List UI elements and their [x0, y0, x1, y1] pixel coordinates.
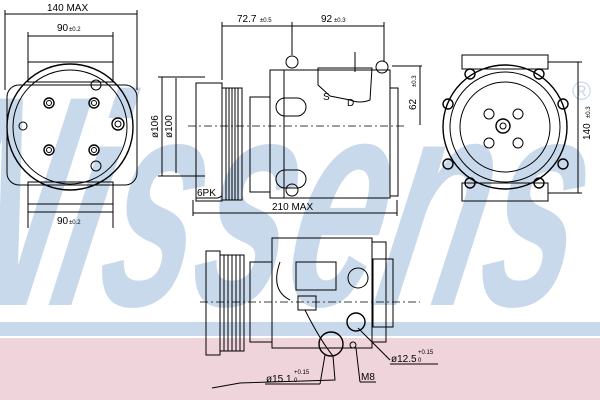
- dim-62: 62: [408, 98, 419, 110]
- thread-m8-label: M8: [361, 372, 375, 383]
- dim-port-15-1: ø15.1: [266, 374, 292, 385]
- dim-port-12-5-tol-upper: +0.15: [418, 350, 434, 356]
- dim-port-12-5-tol-lower: 0: [418, 358, 422, 364]
- watermark-logo-text: Nissens: [0, 34, 600, 369]
- dim-port-15-1-tol-upper: +0.15: [294, 370, 310, 376]
- port-d-label: D: [347, 98, 354, 109]
- dim-72-7: 72.7: [237, 14, 257, 25]
- dim-92-tol: ±0.3: [334, 18, 346, 24]
- dim-90-bottom: 90: [57, 216, 69, 227]
- dim-140-max: 140 MAX: [47, 3, 88, 14]
- front-view: 140 MAX 90 ±0.2 90 ±0.2: [4, 3, 138, 228]
- rear-view: 140 ±0.3: [442, 54, 593, 202]
- dim-210-max: 210 MAX: [272, 202, 313, 213]
- dim-port-12-5: ø12.5: [391, 354, 417, 365]
- dim-pulley-100: ø100: [164, 115, 175, 138]
- dim-90-top-tol: ±0.2: [69, 27, 81, 33]
- watermark-band-blue: [0, 322, 600, 336]
- dim-92: 92: [321, 14, 333, 25]
- dim-pulley-106: ø106: [150, 115, 161, 138]
- registered-mark: ®: [572, 76, 591, 106]
- dim-90-bottom-tol: ±0.2: [69, 220, 81, 226]
- belt-6pk-label: 6PK: [197, 188, 216, 199]
- dim-140: 140: [582, 123, 593, 140]
- port-s-label: S: [323, 92, 330, 103]
- dim-90-top: 90: [57, 23, 69, 34]
- bottom-view: ø12.5 +0.15 0 ø15.1 +0.15 0 M8: [200, 237, 438, 389]
- dim-140-tol: ±0.3: [586, 106, 592, 118]
- dim-port-15-1-tol-lower: 0: [294, 378, 298, 384]
- dim-72-7-tol: ±0.5: [260, 18, 272, 24]
- side-view: 72.7 ±0.5 92 ±0.3 S D ø106 ø100 62 ±0.3 …: [150, 14, 422, 216]
- dim-62-tol: ±0.3: [412, 75, 418, 87]
